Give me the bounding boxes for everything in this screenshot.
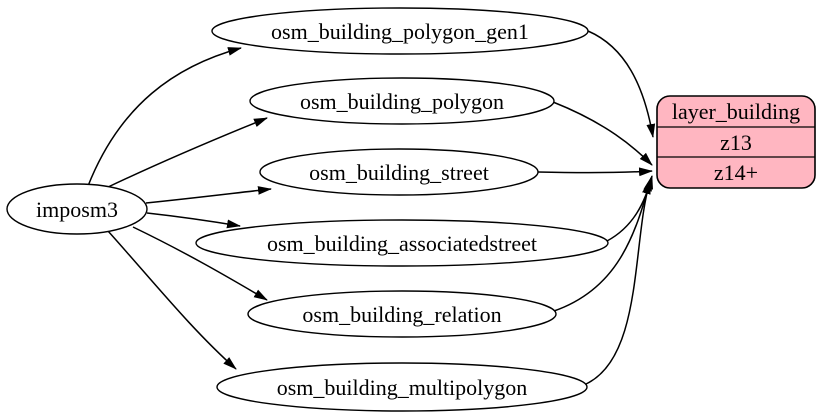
node-layer_building: layer_building z13 z14+ (656, 95, 816, 189)
node-osm_building_associatedstreet: osm_building_associatedstreet (195, 219, 609, 267)
node-osm_building_street: osm_building_street (259, 148, 539, 196)
layer_building-box (656, 95, 816, 189)
osm_building_associatedstreet-label: osm_building_associatedstreet (267, 231, 537, 256)
edge-imposm3-to-osm_building_multipolygon (107, 230, 237, 370)
node-osm_building_relation: osm_building_relation (247, 290, 557, 338)
osm_building_relation-label: osm_building_relation (302, 302, 501, 327)
edge-osm_building_street-to-layer_building-z14 (537, 167, 653, 177)
edge-group (87, 30, 656, 385)
node-osm_building_polygon_gen1: osm_building_polygon_gen1 (211, 7, 589, 55)
node-osm_building_multipolygon: osm_building_multipolygon (216, 362, 588, 412)
edge-imposm3-to-osm_building_relation (132, 226, 268, 301)
layer_building-row-z14: z14+ (714, 160, 758, 185)
layer_building-title: layer_building (672, 99, 800, 124)
imposm3-ellipse (6, 183, 148, 235)
osm_building_polygon-ellipse (249, 77, 555, 125)
edge-osm_building_multipolygon-to-layer_building-z14 (585, 180, 651, 385)
osm_building_associatedstreet-ellipse (195, 219, 609, 267)
node-imposm3: imposm3 (6, 183, 148, 235)
node-osm_building_polygon: osm_building_polygon (249, 77, 555, 125)
osm_building_street-ellipse (259, 148, 539, 196)
edge-imposm3-to-osm_building_polygon_gen1 (87, 47, 242, 187)
osm_building_polygon_gen1-ellipse (211, 7, 589, 55)
edge-imposm3-to-osm_building_street (145, 186, 272, 204)
edge-osm_building_associatedstreet-to-layer_building-z14 (606, 175, 653, 242)
imposm3-label: imposm3 (36, 197, 118, 222)
osm_building_polygon_gen1-label: osm_building_polygon_gen1 (271, 19, 529, 44)
osm_building_relation-ellipse (247, 290, 557, 338)
edge-imposm3-to-osm_building_polygon (105, 117, 268, 189)
edge-osm_building_relation-to-layer_building-z14 (553, 177, 652, 312)
edge-osm_building_polygon_gen1-to-layer_building-z13 (587, 30, 656, 138)
osm_building_polygon-label: osm_building_polygon (300, 89, 504, 114)
osm_building_street-label: osm_building_street (309, 160, 489, 185)
osm_building_multipolygon-ellipse (216, 362, 588, 412)
layer_building-row-z13: z13 (720, 130, 752, 155)
edge-imposm3-to-osm_building_associatedstreet (146, 212, 241, 229)
edge-osm_building_polygon-to-layer_building-z14 (552, 101, 653, 166)
osm_building_multipolygon-label: osm_building_multipolygon (277, 375, 528, 400)
